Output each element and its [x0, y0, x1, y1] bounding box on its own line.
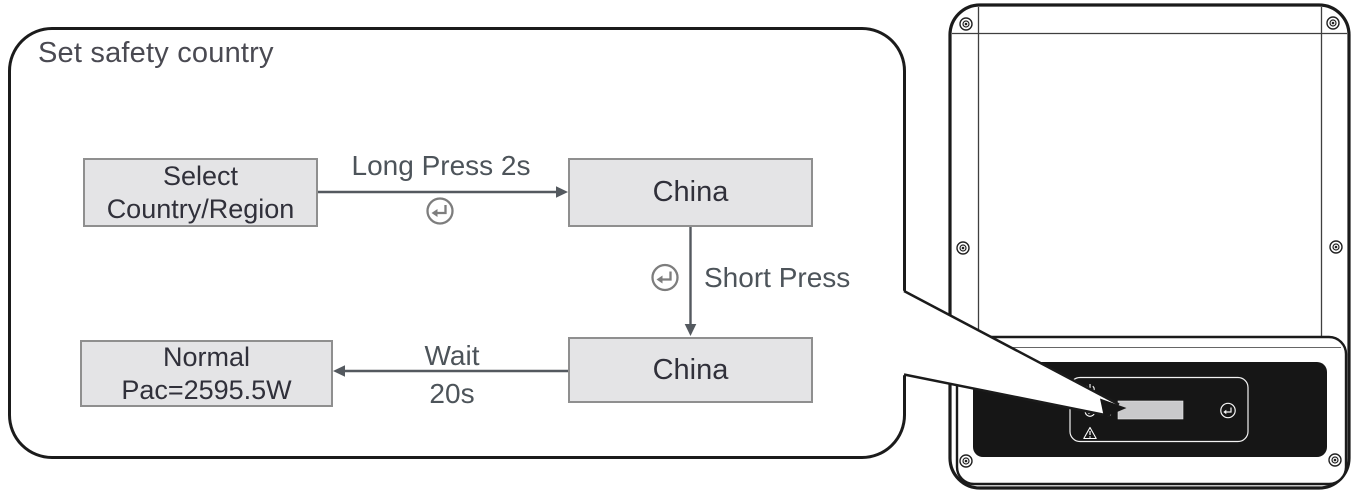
node-normal-line1: Normal [162, 341, 250, 372]
node-china-top: China [568, 158, 813, 227]
node-normal-line2: Pac=2595.5W [121, 374, 292, 405]
node-select-line2: Country/Region [106, 193, 295, 224]
screw-icon [1329, 240, 1343, 254]
page-title: Set safety country [38, 37, 274, 69]
edge-label-wait: Wait [424, 340, 480, 371]
edge-label-20s: 20s [429, 378, 475, 409]
node-normal-output: Normal Pac=2595.5W [80, 340, 333, 407]
arrow-long-press [318, 186, 568, 198]
screw-icon [959, 17, 973, 31]
lcd-display [1117, 400, 1184, 420]
edge-label-long-press: Long Press 2s [351, 150, 531, 181]
edge-label-short-press: Short Press [704, 262, 851, 293]
enter-key-icon [651, 263, 679, 292]
callout-tip [1100, 398, 1127, 418]
enter-button-icon [1220, 402, 1236, 419]
node-china-bottom: China [568, 337, 813, 403]
arrow-wait [333, 365, 568, 377]
inverter-illustration [948, 3, 1351, 490]
screw-icon [959, 454, 973, 468]
arrow-short-press [684, 227, 697, 336]
screw-icon [1326, 16, 1340, 30]
node-china-bottom-label: China [652, 353, 729, 386]
node-select-line1: Select [162, 160, 239, 191]
screw-icon [956, 241, 970, 255]
node-china-top-label: China [652, 176, 729, 208]
alarm-icon [1083, 426, 1097, 440]
node-select-country: Select Country/Region [83, 158, 318, 227]
screw-icon [1328, 453, 1342, 467]
callout-pointer [902, 289, 1127, 418]
control-area-outline [1069, 376, 1249, 443]
enter-key-icon [426, 197, 454, 225]
